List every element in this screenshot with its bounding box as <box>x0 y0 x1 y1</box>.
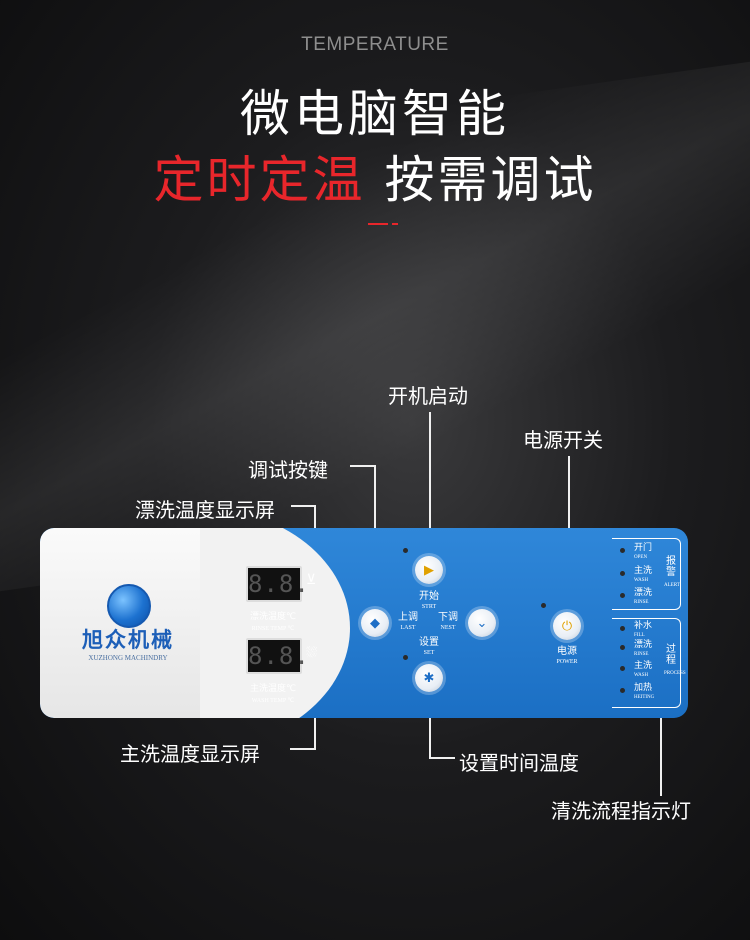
eyebrow-text: TEMPERATURE <box>301 34 449 55</box>
alert-bracket <box>612 538 681 610</box>
rinse-temp-display: 8.8. <box>246 566 309 602</box>
leader-start <box>429 412 431 552</box>
brand-name-en: XUZHONG MACHINDRY <box>88 654 168 662</box>
title-divider <box>368 223 388 225</box>
leader-set-h <box>429 757 455 759</box>
power-button[interactable]: ⏻ <box>553 612 581 640</box>
leader-wash-h <box>290 748 316 750</box>
alert-led-1 <box>620 548 625 553</box>
rinse-icon: ⊻ <box>306 572 317 588</box>
start-led <box>403 548 408 553</box>
alert-led-3 <box>620 593 625 598</box>
headline-line-1: 微电脑智能 <box>240 85 510 143</box>
process-led-2 <box>620 645 625 650</box>
callout-process-lights: 清洗流程指示灯 <box>551 799 691 823</box>
callout-set-time-temp: 设置时间温度 <box>459 751 579 775</box>
process-led-3 <box>620 666 625 671</box>
headline-line-2: 定时定温 按需调试 <box>0 140 750 212</box>
callout-adjust-keys: 调试按键 <box>248 458 328 482</box>
set-led <box>403 655 408 660</box>
set-button[interactable]: ✱ <box>415 664 443 692</box>
leader-rinse-h <box>291 505 316 507</box>
wash-icon: ⛆ <box>306 645 318 661</box>
up-button[interactable]: ◆ <box>361 609 389 637</box>
callout-start: 开机启动 <box>388 384 468 408</box>
callout-wash-display: 主洗温度显示屏 <box>120 742 260 766</box>
power-led <box>541 603 546 608</box>
alert-led-2 <box>620 571 625 576</box>
title-divider-dot <box>392 223 398 225</box>
headline-highlight: 定时定温 <box>153 151 366 209</box>
brand-name: 旭众机械 <box>82 628 174 652</box>
headline-rest: 按需调试 <box>365 151 597 209</box>
down-button[interactable]: ⌄ <box>468 609 496 637</box>
panel-logo-area <box>40 528 350 718</box>
callout-rinse-display: 漂洗温度显示屏 <box>135 498 275 522</box>
callout-power-switch: 电源开关 <box>523 428 603 452</box>
process-led-4 <box>620 688 625 693</box>
brand-globe-icon <box>107 584 151 628</box>
process-bracket <box>612 618 681 708</box>
wash-temp-display: 8.8. <box>246 638 309 674</box>
leader-set-v <box>429 693 431 759</box>
leader-process <box>660 690 662 796</box>
process-led-1 <box>620 626 625 631</box>
start-button[interactable]: ▶ <box>415 556 443 584</box>
leader-adjust-h <box>350 465 375 467</box>
